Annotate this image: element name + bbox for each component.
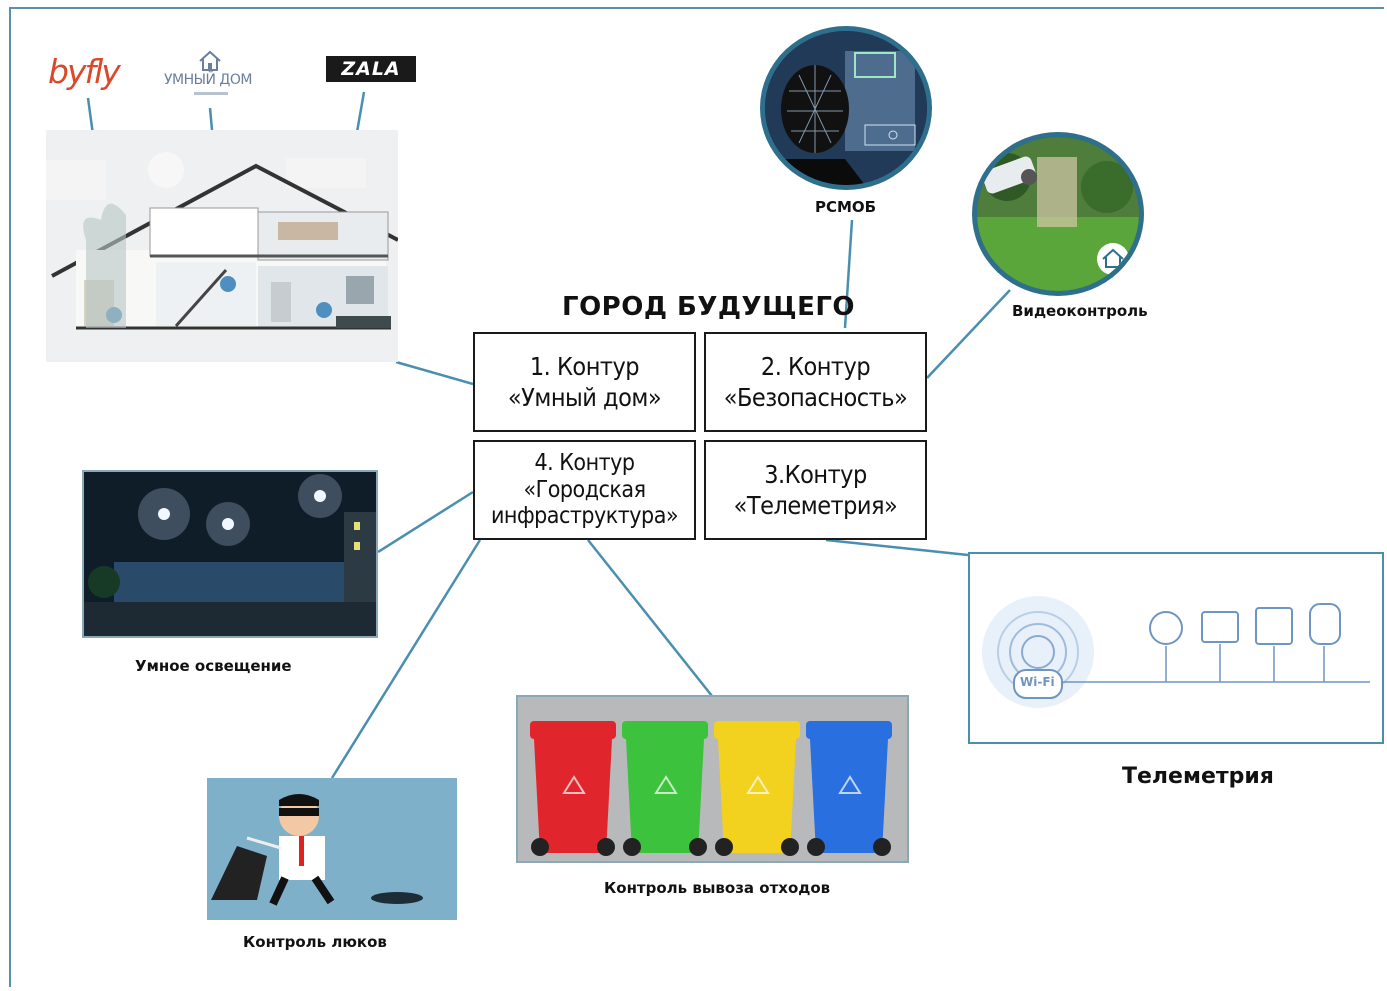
- telemetry-drawing: [982, 596, 1370, 708]
- face-recognition-image: [760, 26, 932, 190]
- slide-frame: [9, 7, 1384, 987]
- house-icon: [199, 50, 221, 71]
- contour-infrastructure-box: 4. Контур «Городская инфраструктура»: [473, 440, 696, 540]
- night-street-drawing: [84, 472, 376, 636]
- smart-lighting-image: [82, 470, 378, 638]
- telemetry-label: Телеметрия: [1122, 764, 1274, 789]
- contour-telemetry-box: 3.Контур «Телеметрия»: [704, 440, 927, 540]
- contour-security-box: 2. Контур «Безопасность»: [704, 332, 927, 432]
- bins-drawing: [518, 697, 907, 861]
- manhole-control-image: [207, 778, 457, 920]
- smart-home-logo-underline: [194, 92, 228, 95]
- byfly-logo: byfly: [46, 44, 128, 96]
- video-control-label: Видеоконтроль: [1012, 302, 1148, 320]
- smart-home-logo: УМНЫЙ ДОМ: [160, 50, 262, 102]
- zala-logo: ZALA: [326, 56, 416, 82]
- smart-lighting-label: Умное освещение: [135, 657, 292, 675]
- wifi-badge-text: Wi-Fi: [1020, 675, 1055, 689]
- byfly-logo-text: byfly: [48, 52, 121, 91]
- garden-camera-drawing: [977, 137, 1139, 291]
- house-drawing: [46, 152, 398, 330]
- zala-logo-text: ZALA: [341, 58, 401, 80]
- video-surveillance-image: [972, 132, 1144, 296]
- waste-bins-image: [516, 695, 909, 863]
- thief-drawing: [207, 778, 457, 920]
- face-scan-drawing: [765, 31, 927, 185]
- rsmob-label: РСМОБ: [815, 198, 877, 216]
- smart-house-illustration: [46, 130, 398, 362]
- waste-control-label: Контроль вывоза отходов: [604, 879, 831, 897]
- contour-smart-home-box: 1. Контур «Умный дом»: [473, 332, 696, 432]
- telemetry-image: Wi-Fi: [968, 552, 1384, 744]
- diagram-title: ГОРОД БУДУЩЕГО: [562, 292, 855, 322]
- smart-home-logo-text: УМНЫЙ ДОМ: [164, 72, 252, 88]
- manhole-control-label: Контроль люков: [243, 933, 387, 951]
